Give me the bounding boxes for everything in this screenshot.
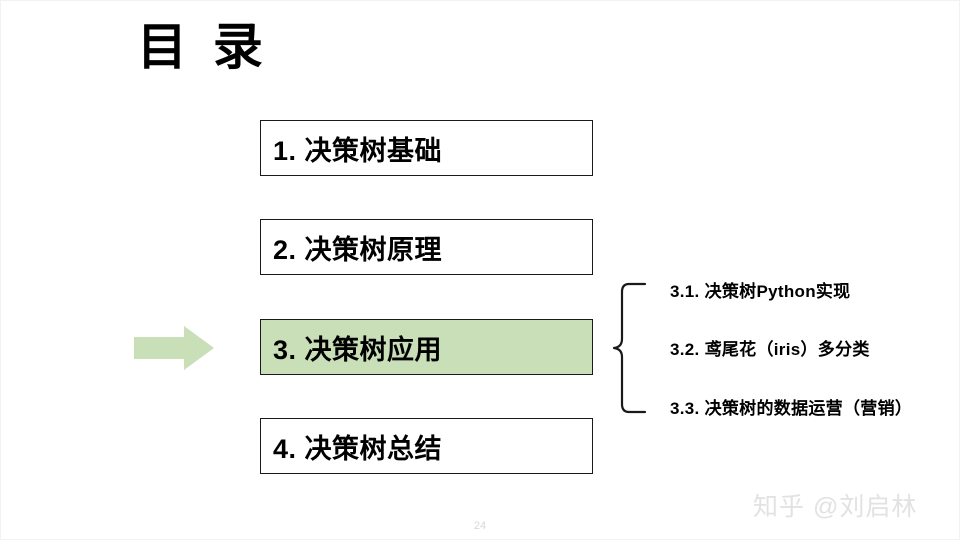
outline-item-4-label: 4. 决策树总结 (273, 433, 443, 464)
outline-item-2[interactable]: 2. 决策树原理 (260, 219, 593, 275)
current-section-arrow-icon (134, 326, 214, 370)
sub-outline-item-3-3[interactable]: 3.3. 决策树的数据运营（营销） (670, 399, 913, 418)
outline-item-3-label: 3. 决策树应用 (273, 334, 443, 365)
page-number: 24 (473, 520, 487, 532)
sub-outline-item-3-2[interactable]: 3.2. 鸢尾花（iris）多分类 (670, 340, 870, 359)
outline-item-2-label: 2. 决策树原理 (273, 234, 443, 265)
sub-outline-item-3-1[interactable]: 3.1. 决策树Python实现 (670, 282, 851, 301)
outline-item-1-label: 1. 决策树基础 (273, 135, 443, 166)
watermark: 知乎 @刘启林 (753, 493, 918, 521)
outline-item-4[interactable]: 4. 决策树总结 (260, 418, 593, 474)
curly-brace-icon (609, 281, 647, 415)
outline-item-3[interactable]: 3. 决策树应用 (260, 319, 593, 375)
page-title: 目 录 (137, 19, 269, 75)
outline-item-1[interactable]: 1. 决策树基础 (260, 120, 593, 176)
